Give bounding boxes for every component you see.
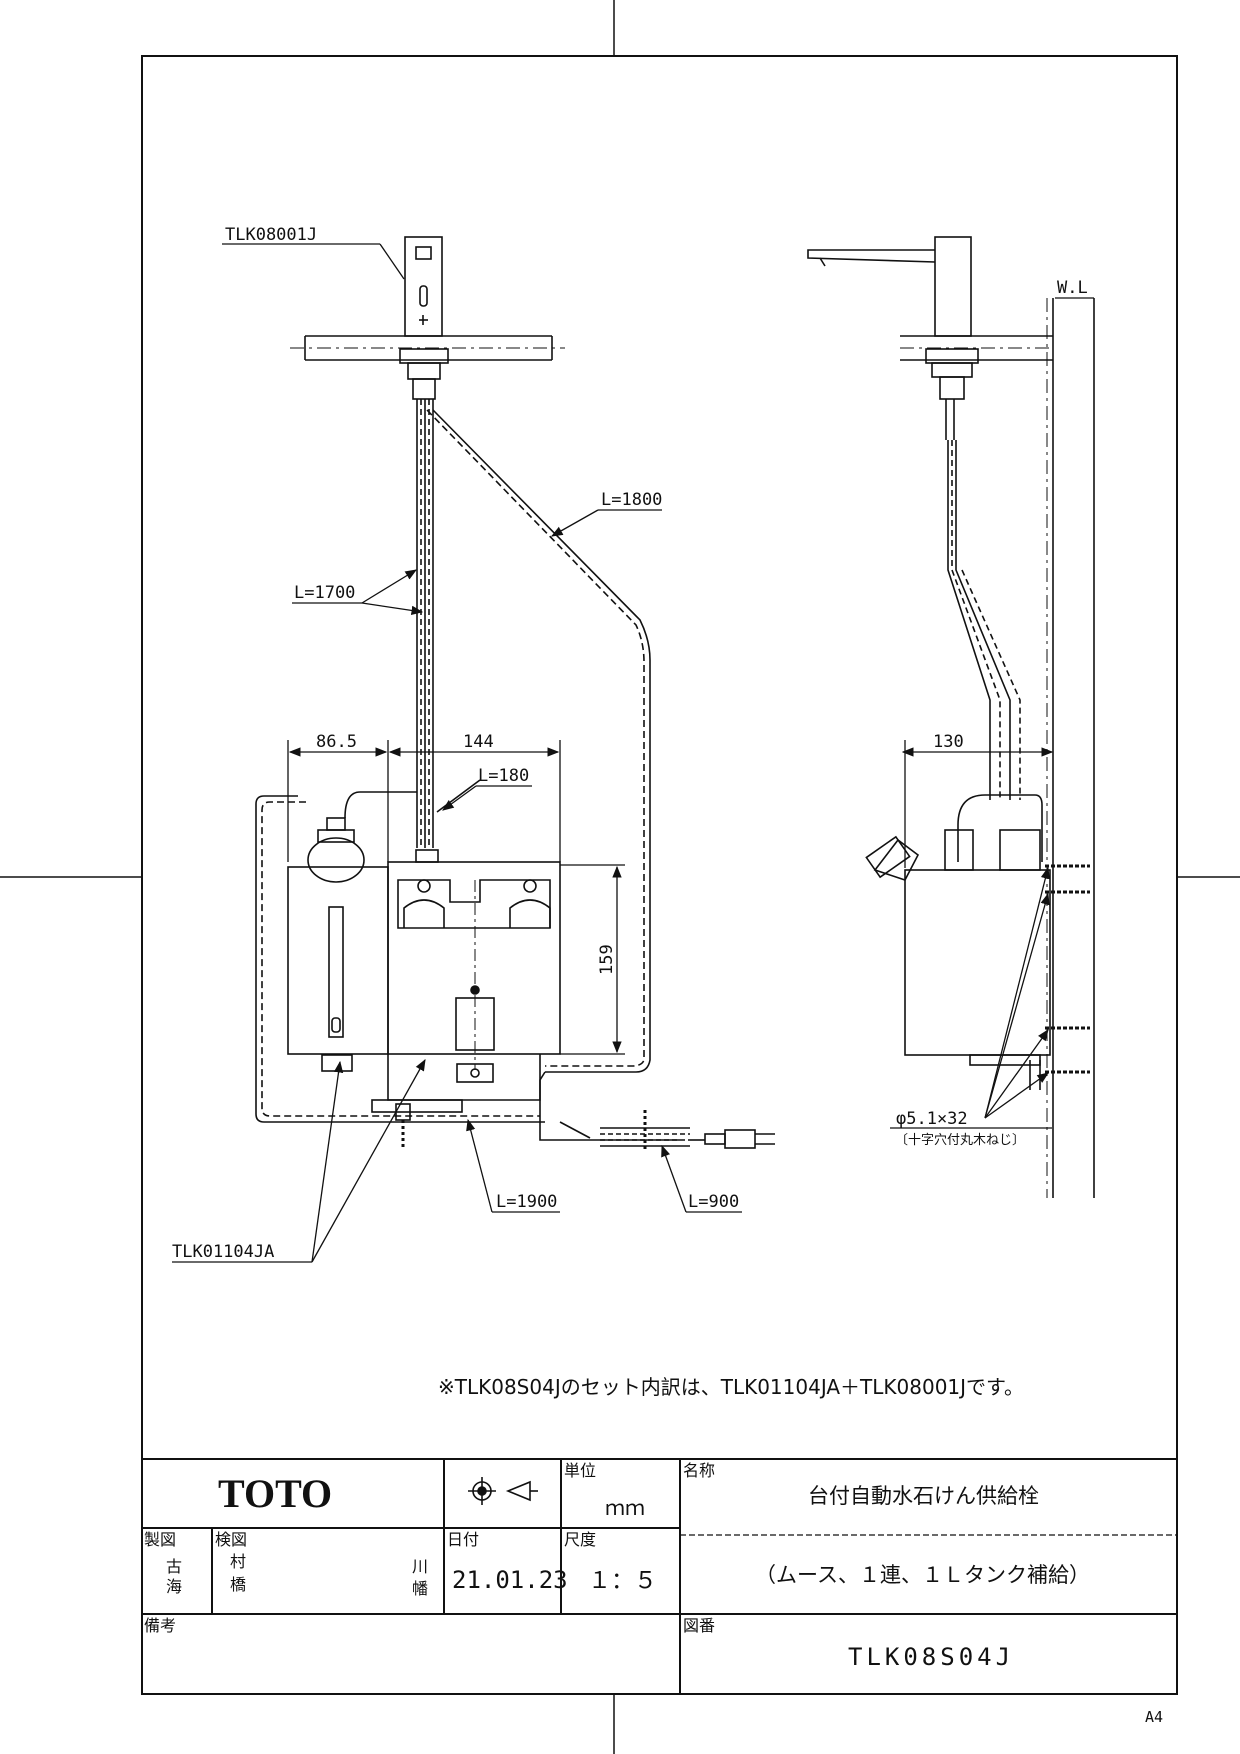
scale-label: 尺度 <box>564 1530 596 1549</box>
side-dimensions <box>890 297 1094 1129</box>
drawn-label: 製図 <box>144 1530 176 1549</box>
drawn-by-1: 古 <box>166 1557 182 1576</box>
unit-value: ｍｍ <box>605 1496 645 1520</box>
projection-symbol-icon <box>468 1477 538 1505</box>
drawn-by-2: 海 <box>166 1577 182 1596</box>
tube-1900-label: L=1900 <box>496 1192 557 1212</box>
unit-label: 単位 <box>564 1461 596 1480</box>
checked-by-4: 幡 <box>412 1579 428 1598</box>
brand-logo: TOTO <box>218 1471 332 1516</box>
cord-900-label: L=900 <box>688 1192 739 1212</box>
faucet-part-label: TLK08001J <box>225 225 317 245</box>
drawing-number: TLK08S04J <box>848 1643 1014 1671</box>
width-144-label: 144 <box>463 732 494 752</box>
height-159-label: 159 <box>597 944 617 975</box>
tube-1700-label: L=1700 <box>294 583 355 603</box>
drawing-frame <box>141 55 1178 1695</box>
checked-by-3: 川 <box>412 1557 428 1576</box>
tank-unit-part-label: TLK01104JA <box>172 1242 274 1262</box>
checked-label: 検図 <box>215 1530 247 1549</box>
date-value: 21.01.23 <box>452 1566 568 1594</box>
date-label: 日付 <box>447 1530 479 1549</box>
side-view <box>807 236 1095 1198</box>
depth-130-label: 130 <box>933 732 964 752</box>
front-view <box>255 236 775 1150</box>
screw-note-label: 〔十字穴付丸木ねじ〕 <box>895 1133 1025 1148</box>
wall-level-label: W.L <box>1057 278 1088 298</box>
tube-1800-label: L=1800 <box>601 490 662 510</box>
product-name: 台付自動水石けん供給栓 <box>808 1484 1039 1508</box>
remarks-label: 備考 <box>144 1616 176 1635</box>
set-note: ※TLK08S04Jのセット内訳は、TLK01104JA＋TLK08001Jです… <box>438 1375 1024 1399</box>
tube-180-label: L=180 <box>478 766 529 786</box>
product-subname: （ムース、１連、１Ｌタンク補給） <box>755 1563 1090 1587</box>
name-label: 名称 <box>683 1461 715 1480</box>
drawing-no-label: 図番 <box>683 1616 715 1635</box>
title-block-lines <box>142 1458 1177 1694</box>
sheet-size: A4 <box>1145 1708 1163 1726</box>
checked-by-2: 橋 <box>230 1575 246 1594</box>
front-dimensions <box>172 243 742 1263</box>
checked-by-1: 村 <box>230 1552 246 1571</box>
screw-spec-label: φ5.1×32 <box>896 1109 968 1129</box>
scale-value: １：５ <box>588 1568 657 1594</box>
width-86-5-label: 86.5 <box>316 732 357 752</box>
